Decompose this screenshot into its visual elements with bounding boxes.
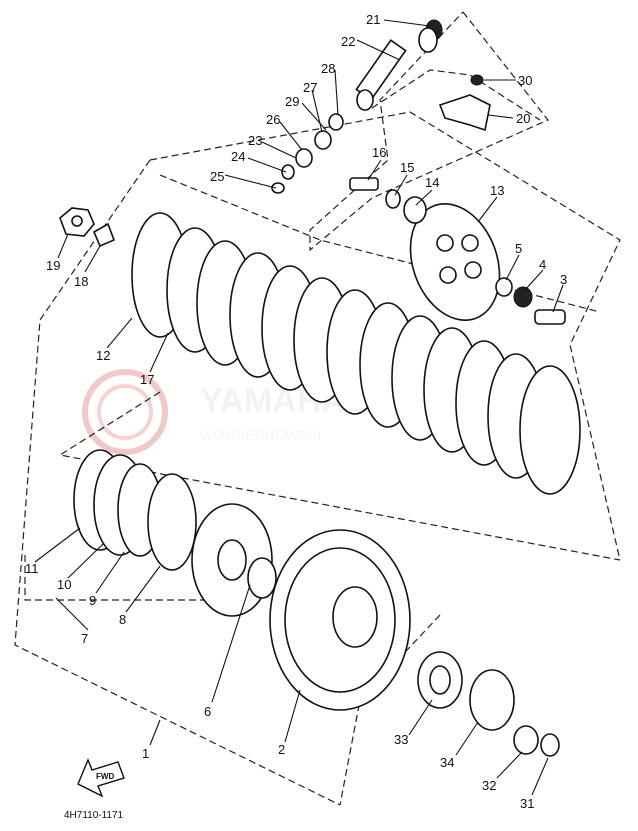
primary-driven-gear	[269, 529, 411, 711]
callout-31: 31	[520, 796, 534, 811]
clutch-boss-assembly	[73, 449, 277, 617]
nut-washer	[59, 207, 116, 248]
callout-28: 28	[321, 61, 335, 76]
fwd-arrow-icon: FWD	[77, 758, 125, 798]
bearing-set	[417, 651, 560, 757]
callout-18: 18	[74, 274, 88, 289]
callout-21: 21	[366, 12, 380, 27]
leader-lines	[34, 19, 564, 796]
callout-32: 32	[482, 778, 496, 793]
drawing-code: 4H7110-1171	[64, 810, 124, 821]
callout-13: 13	[490, 183, 504, 198]
callout-11: 11	[25, 561, 39, 576]
callout-14: 14	[425, 175, 439, 190]
fwd-label: FWD	[96, 772, 114, 781]
callout-10: 10	[57, 577, 71, 592]
callout-22: 22	[341, 34, 355, 49]
callout-33: 33	[394, 732, 408, 747]
callout-25: 25	[210, 169, 224, 184]
callout-15: 15	[400, 160, 414, 175]
callout-labels: 21 22 28 27 29 26 23 24 25 30 20 16 15 1…	[25, 12, 567, 811]
callout-4: 4	[539, 257, 546, 272]
callout-27: 27	[303, 80, 317, 95]
callout-3: 3	[560, 272, 567, 287]
callout-5: 5	[515, 241, 522, 256]
callout-2: 2	[278, 742, 285, 757]
callout-23: 23	[248, 133, 262, 148]
watermark-sub: WOJCIECHOWSKI	[200, 427, 321, 443]
push-rod-assembly	[271, 19, 491, 194]
callout-12: 12	[96, 348, 110, 363]
callout-29: 29	[285, 94, 299, 109]
callout-24: 24	[231, 149, 245, 164]
callout-34: 34	[440, 755, 454, 770]
callout-9: 9	[89, 593, 96, 608]
callout-6: 6	[204, 704, 211, 719]
callout-30: 30	[518, 73, 532, 88]
callout-1: 1	[142, 746, 149, 761]
clutch-plate-stack	[131, 212, 581, 495]
pressure-plate-assembly	[349, 177, 566, 325]
callout-17: 17	[140, 372, 154, 387]
callout-16: 16	[372, 145, 386, 160]
callout-20: 20	[516, 111, 530, 126]
callout-8: 8	[119, 612, 126, 627]
callout-7: 7	[81, 631, 88, 646]
callout-26: 26	[266, 112, 280, 127]
callout-19: 19	[46, 258, 60, 273]
watermark-logo-icon	[82, 369, 168, 455]
